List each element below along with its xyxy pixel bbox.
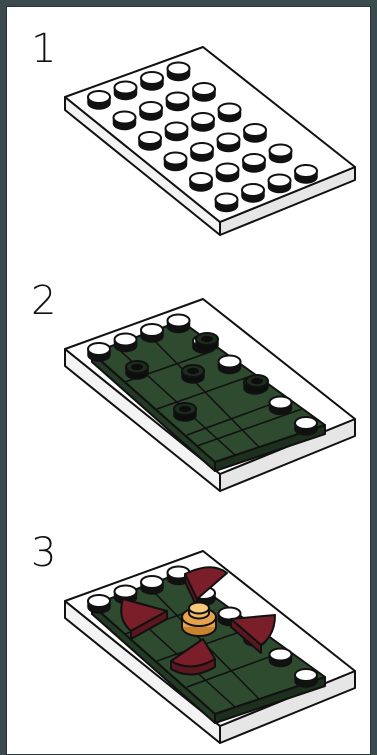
white-stud [295, 165, 317, 183]
white-stud [269, 175, 291, 193]
white-stud [216, 194, 238, 212]
instruction-panel: 1 2 [6, 6, 371, 755]
step-2: 2 [7, 259, 372, 499]
green-stud [174, 403, 196, 421]
white-stud [139, 132, 161, 150]
white-stud [166, 123, 188, 141]
white-stud [114, 112, 136, 130]
white-stud [270, 145, 292, 163]
white-stud [218, 134, 240, 152]
white-stud [219, 104, 241, 122]
green-stud [126, 361, 148, 379]
step-1: 1 [7, 7, 372, 247]
white-stud [167, 93, 189, 111]
green-stud [196, 333, 218, 351]
white-stud [115, 82, 137, 100]
white-stud [270, 649, 292, 667]
white-stud [88, 343, 110, 361]
white-stud [190, 173, 212, 191]
white-stud [217, 164, 239, 182]
white-stud [115, 334, 137, 352]
white-stud [88, 91, 110, 109]
white-stud [192, 113, 214, 131]
white-stud [244, 124, 266, 142]
white-stud [168, 315, 190, 333]
white-stud [219, 356, 241, 374]
white-stud [88, 595, 110, 613]
white-stud [141, 324, 163, 342]
white-stud [243, 154, 265, 172]
white-stud [165, 153, 187, 171]
green-stud [246, 375, 268, 393]
red-quarter-tiles-illustration [7, 511, 372, 751]
green-tiles-illustration [7, 259, 372, 499]
green-stud [182, 365, 204, 383]
white-stud [295, 669, 317, 687]
step-3: 3 [7, 511, 372, 751]
white-stud [193, 83, 215, 101]
white-stud [140, 102, 162, 120]
white-stud [141, 72, 163, 90]
white-stud [295, 417, 317, 435]
white-stud [270, 397, 292, 415]
white-stud [168, 63, 190, 81]
white-stud [141, 576, 163, 594]
white-stud [242, 184, 264, 202]
white-plate-illustration [7, 7, 372, 247]
white-stud [191, 143, 213, 161]
